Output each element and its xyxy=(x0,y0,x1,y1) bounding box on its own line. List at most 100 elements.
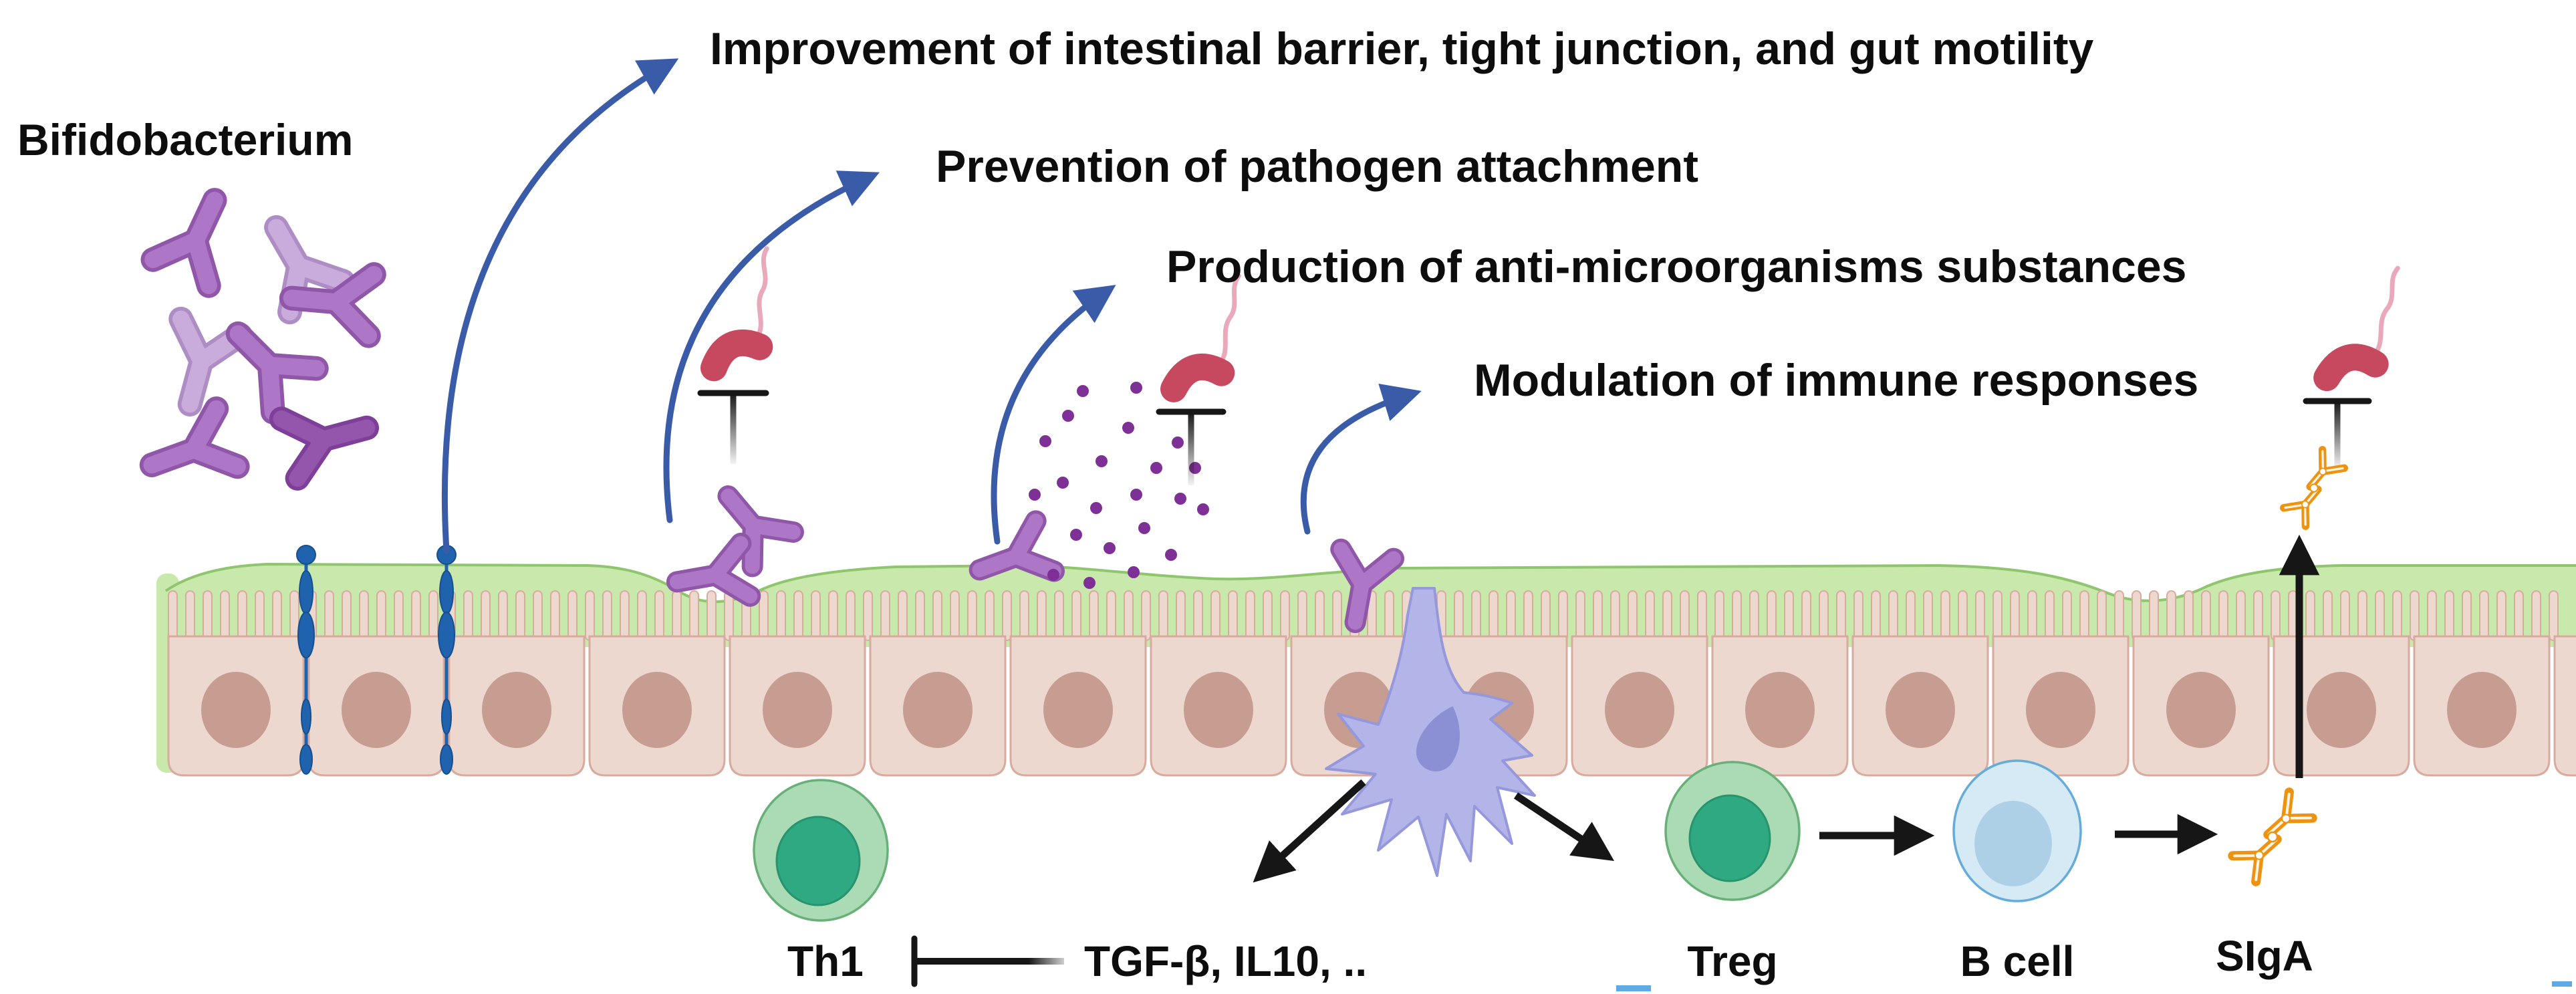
microvillus xyxy=(1697,590,1707,641)
inhibition-tbar-icon xyxy=(911,935,1064,987)
microvillus xyxy=(2305,590,2315,641)
microvillus xyxy=(967,590,977,641)
microvillus xyxy=(2236,590,2246,641)
bifidobacterium-icon xyxy=(717,485,804,578)
microvillus xyxy=(376,590,386,641)
microvillus xyxy=(1662,590,1672,641)
dendritic-cell-nucleus xyxy=(1416,706,1460,771)
arrow-dc-to-treg xyxy=(1513,792,1615,862)
microvillus xyxy=(1558,590,1568,641)
microvillus xyxy=(567,590,577,641)
inhibition-tbar-icon xyxy=(1156,408,1227,485)
inhibition-tbar-icon xyxy=(2303,398,2372,468)
microvillus xyxy=(1037,590,1047,641)
microvillus xyxy=(1575,590,1585,641)
microvillus xyxy=(533,590,543,641)
epithelial-cell-nucleus xyxy=(2307,672,2376,748)
microvillus xyxy=(1124,590,1134,641)
microvillus xyxy=(1958,590,1968,641)
b-cell-icon xyxy=(1952,759,2082,902)
antimicrobial-dot xyxy=(1165,549,1177,561)
microvillus xyxy=(2496,590,2506,641)
microvillus xyxy=(1732,590,1742,641)
microvillus xyxy=(759,590,769,641)
microvillus xyxy=(1541,590,1551,641)
antimicrobial-dot xyxy=(1083,577,1096,589)
microvillus xyxy=(2410,590,2420,641)
antimicrobial-dot xyxy=(1039,435,1051,447)
epithelial-cell-nucleus xyxy=(1043,672,1113,748)
antimicrobial-dot xyxy=(1077,385,1089,397)
microvillus xyxy=(1628,590,1638,641)
epithelial-cell-layer xyxy=(167,635,2576,777)
epithelial-cell-nucleus xyxy=(1745,672,1815,748)
benefit-label-1: Improvement of intestinal barrier, tight… xyxy=(710,23,2094,74)
microvillus xyxy=(1054,590,1064,641)
microvillus xyxy=(272,590,282,641)
antimicrobial-dot xyxy=(1150,462,1162,474)
microvillus xyxy=(689,590,699,641)
antimicrobial-dot xyxy=(1070,529,1082,541)
bifidobacterium-icon xyxy=(1330,538,1405,634)
inhibition-tbar-icon xyxy=(697,390,769,464)
treg-label: Treg xyxy=(1687,937,1777,985)
bifidobacterium-icon xyxy=(269,406,380,491)
microvillus xyxy=(1002,590,1012,641)
microvillus xyxy=(185,590,195,641)
microvillus xyxy=(2253,590,2263,641)
microvillus xyxy=(863,590,873,641)
antimicrobial-dot xyxy=(1104,542,1116,554)
antimicrobial-dot xyxy=(1130,489,1142,501)
microvillus xyxy=(1454,590,1464,641)
microvillus xyxy=(2097,590,2107,641)
microvillus xyxy=(2201,590,2211,641)
epithelial-cell-nucleus xyxy=(763,672,832,748)
antimicrobial-dot xyxy=(1090,502,1102,514)
microvillus xyxy=(2462,590,2472,641)
antimicrobial-dots xyxy=(1029,382,1209,589)
microvillus xyxy=(1680,590,1690,641)
microvillus xyxy=(220,590,230,641)
microvillus xyxy=(1193,590,1203,641)
tight-junction-icon xyxy=(436,545,457,775)
microvillus xyxy=(2062,590,2072,641)
microvillus xyxy=(1801,590,1811,641)
th1-cell-icon xyxy=(753,779,889,922)
bifidobacterium-icon xyxy=(225,321,329,424)
arrow-benefit-1 xyxy=(441,58,679,554)
microvillus xyxy=(2045,590,2055,641)
microvillus xyxy=(1975,590,1985,641)
microvillus xyxy=(2357,590,2367,641)
microvillus xyxy=(637,590,647,641)
dendritic-cell-icon xyxy=(1325,587,1536,877)
microvillus xyxy=(1019,590,1029,641)
antimicrobial-dot xyxy=(1197,503,1209,515)
microvillus xyxy=(706,590,717,641)
microvillus xyxy=(2010,590,2020,641)
epithelial-cell-nucleus xyxy=(1184,672,1253,748)
pathogen-icon xyxy=(1160,276,1253,389)
microvillus xyxy=(846,590,856,641)
antimicrobial-dot xyxy=(1138,522,1150,534)
arrow-benefit-4 xyxy=(1300,383,1422,535)
antimicrobial-dot xyxy=(1062,410,1074,422)
arrow-benefit-2 xyxy=(663,170,880,523)
microvillus xyxy=(1384,590,1394,641)
microvillus xyxy=(1263,590,1273,641)
bifidobacterium-icon xyxy=(139,396,250,479)
epithelial-cell-nucleus xyxy=(2026,672,2095,748)
antimicrobial-dot xyxy=(1029,489,1041,501)
microvillus xyxy=(394,590,404,641)
microvillus xyxy=(2132,590,2142,641)
microvillus xyxy=(1593,590,1603,641)
microvillus xyxy=(654,590,664,641)
microvillus xyxy=(1089,590,1099,641)
siga-label: SIgA xyxy=(2216,932,2313,980)
microvillus xyxy=(620,590,630,641)
microvillus xyxy=(1714,590,1724,641)
epithelial-cell-nucleus xyxy=(903,672,973,748)
microvillus xyxy=(2531,590,2541,641)
microvillus xyxy=(1923,590,1933,641)
antimicrobial-dot xyxy=(1122,422,1134,434)
bcell-label: B cell xyxy=(1960,937,2075,985)
